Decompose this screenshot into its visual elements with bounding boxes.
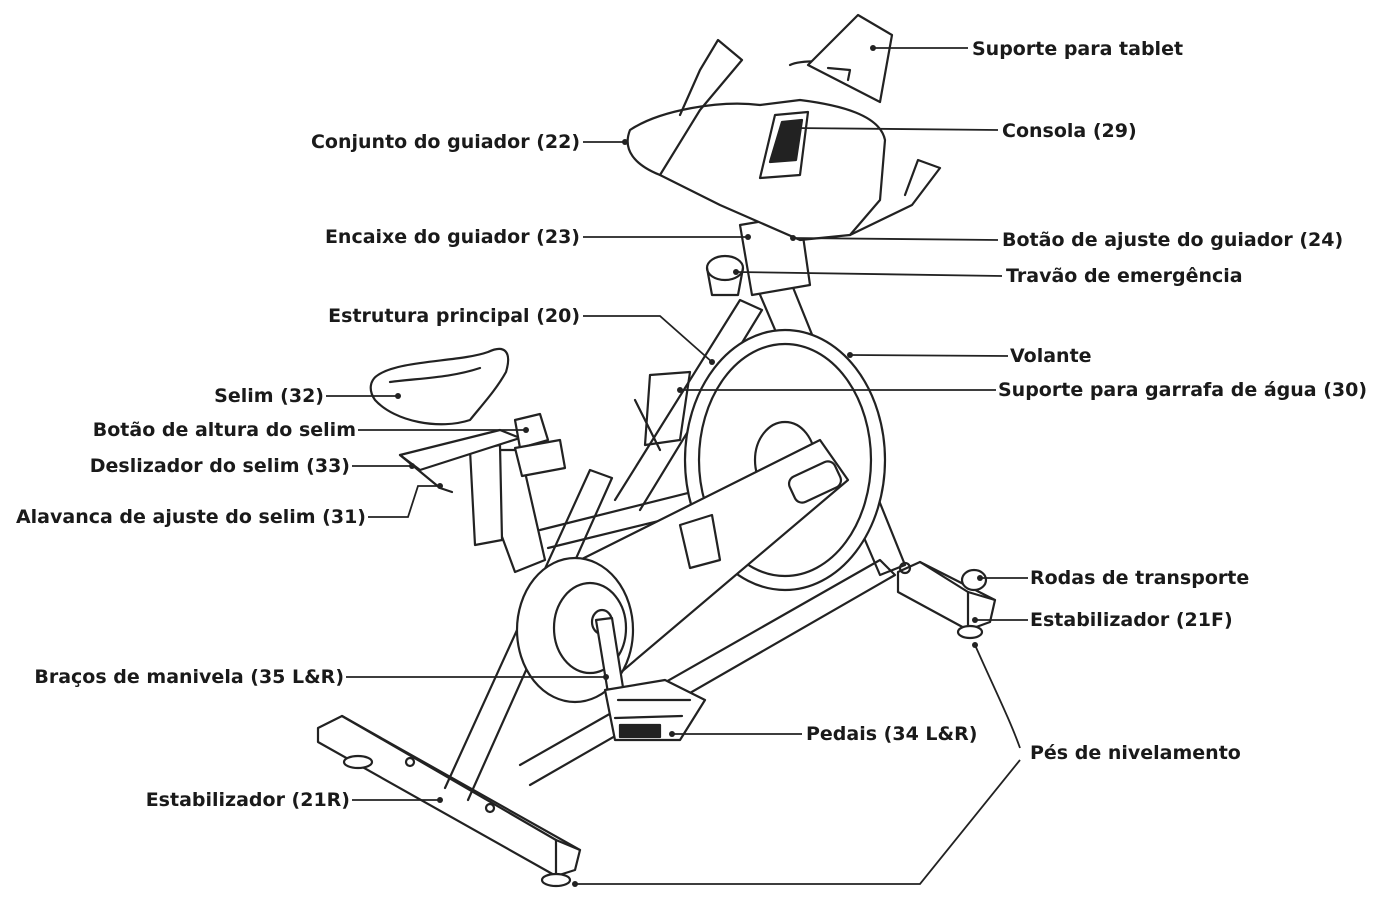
label-wheels: Rodas de transporte [1030,567,1250,589]
label-front-stabilizer: Estabilizador (21F) [1030,609,1233,631]
leader-seat-lever [368,485,440,518]
label-console: Consola (29) [1002,120,1137,142]
leader-leveling-feet-rear [575,759,1021,885]
leader-leveling-feet-front [974,644,1021,749]
leader-main-frame [583,315,713,363]
label-seat-lever: Alavanca de ajuste do selim (31) [15,506,366,528]
tablet-holder-part [806,13,894,104]
label-bottle-holder: Suporte para garrafa de água (30) [998,379,1368,401]
label-main-frame: Estrutura principal (20) [328,305,580,327]
label-rear-stabilizer: Estabilizador (21R) [145,789,350,811]
label-handlebar-knob: Botão de ajuste do guiador (24) [1002,229,1344,251]
label-pedals: Pedais (34 L&R) [806,723,978,745]
label-emergency-brake: Travão de emergência [1006,265,1243,287]
label-seat-height-knob: Botão de altura do selim [92,419,356,441]
leader-console [792,127,999,131]
pedal-part [603,678,707,742]
bottle-holder-part [633,370,692,452]
label-handlebar-post: Encaixe do guiador (23) [324,226,580,248]
label-handlebar-assembly: Conjunto do guiador (22) [310,131,580,153]
leader-emergency-brake [735,271,1003,277]
label-tablet-holder: Suporte para tablet [972,38,1184,60]
label-seat-slider: Deslizador do selim (33) [89,455,350,477]
seat-part [369,347,510,426]
leader-handlebar-knob [792,237,999,241]
leader-flywheel [849,354,1009,357]
label-crank-arms: Braços de manivela (35 L&R) [34,666,344,688]
label-seat: Selim (32) [214,385,324,407]
label-flywheel: Volante [1010,345,1092,367]
leader-dots [395,45,983,887]
label-leveling-feet: Pés de nivelamento [1030,742,1241,764]
rear-stabilizer-part [316,714,582,888]
